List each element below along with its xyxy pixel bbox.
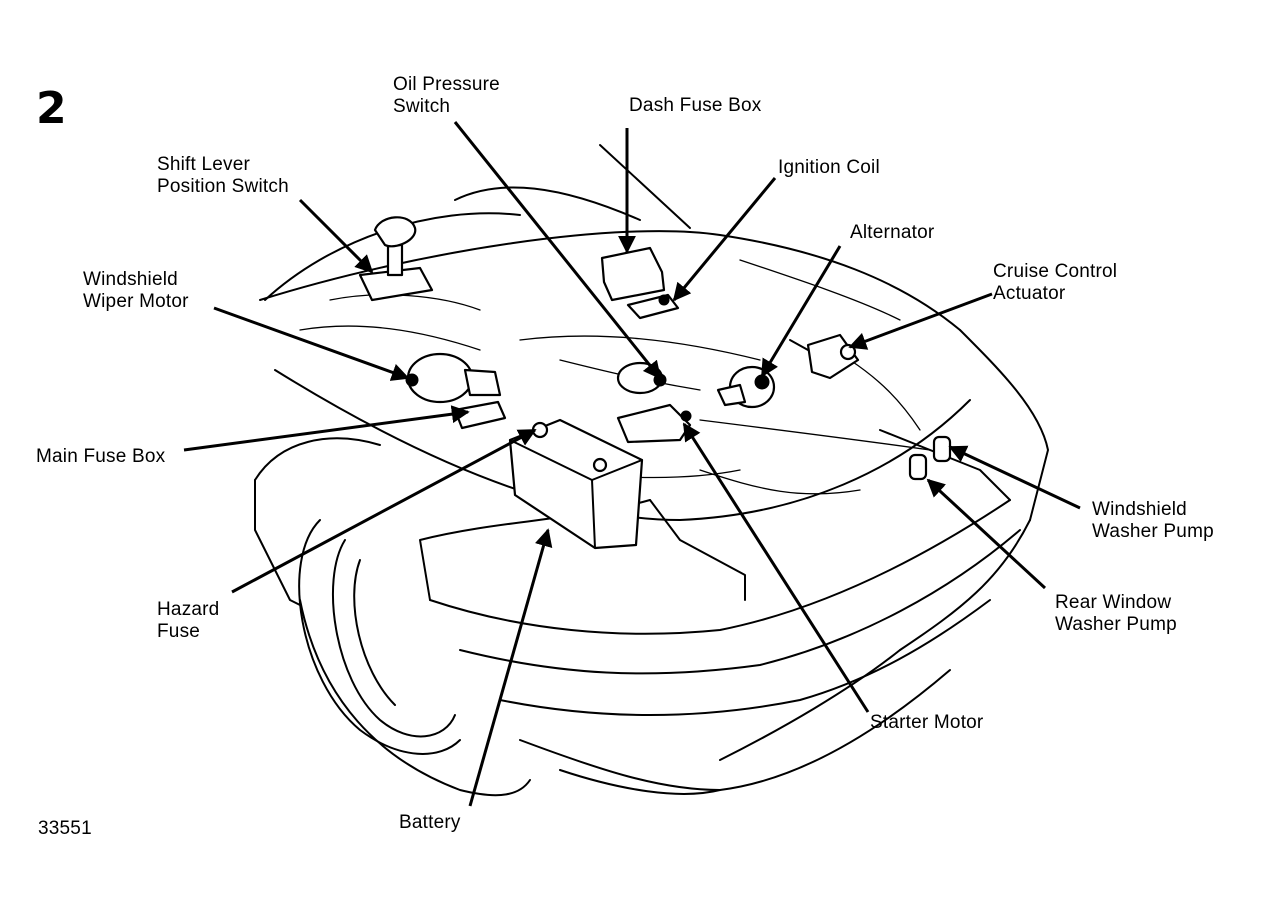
label-oil-pressure-switch: Oil Pressure Switch — [393, 74, 500, 118]
dash-fuse-box-part — [600, 246, 666, 302]
label-line: Hazard — [157, 599, 220, 620]
leader-alternator — [760, 245, 842, 378]
label-line: Oil Pressure — [393, 74, 500, 95]
label-cruise-control-actuator: Cruise Control Actuator — [993, 261, 1117, 305]
label-line: Position Switch — [157, 176, 289, 197]
label-hazard-fuse: Hazard Fuse — [157, 599, 219, 643]
label-dash-fuse-box: Dash Fuse Box — [629, 95, 762, 117]
label-windshield-wiper-motor: Windshield Wiper Motor — [83, 269, 189, 313]
label-line: Fuse — [157, 621, 201, 642]
cruise-control-actuator-part — [789, 333, 860, 380]
figure-code: 33551 — [38, 818, 92, 839]
label-shift-lever-position-switch: Shift Lever Position Switch — [157, 154, 289, 198]
label-alternator: Alternator — [850, 222, 934, 244]
leader-hazard-fuse — [231, 428, 537, 594]
label-rear-window-washer-pump: Rear Window Washer Pump — [1055, 592, 1177, 636]
label-starter-motor: Starter Motor — [870, 712, 983, 734]
label-main-fuse-box: Main Fuse Box — [36, 446, 165, 468]
leader-shift-lever-position-switch — [298, 198, 374, 274]
label-line: Switch — [393, 96, 451, 117]
label-line: Battery — [399, 812, 461, 833]
shift-lever-part — [358, 216, 434, 302]
label-line: Washer Pump — [1092, 521, 1214, 542]
leader-rear-window-washer-pump — [926, 478, 1047, 590]
label-line: Starter Motor — [870, 712, 984, 733]
car-body — [254, 144, 1049, 797]
leader-main-fuse-box — [183, 405, 470, 452]
leader-windshield-washer-pump — [948, 445, 1081, 510]
label-line: Windshield — [1092, 499, 1187, 520]
label-windshield-washer-pump: Windshield Washer Pump — [1092, 499, 1214, 543]
alternator-part — [716, 365, 776, 409]
leader-lines — [183, 121, 1081, 807]
label-line: Wiper Motor — [83, 291, 189, 312]
label-line: Dash Fuse Box — [629, 95, 762, 116]
label-line: Rear Window — [1055, 592, 1172, 613]
leader-windshield-wiper-motor — [213, 306, 410, 381]
battery-part — [508, 418, 644, 550]
figure-number: 2 — [36, 83, 67, 134]
label-line: Cruise Control — [993, 261, 1118, 282]
leader-cruise-control-actuator — [848, 292, 993, 350]
label-line: Actuator — [993, 283, 1066, 304]
washer-pumps-part — [908, 435, 952, 481]
leader-battery — [468, 528, 553, 807]
label-line: Alternator — [850, 222, 935, 243]
label-line: Shift Lever — [157, 154, 251, 175]
leader-ignition-coil — [672, 177, 777, 302]
wiper-motor-part — [405, 352, 502, 404]
label-line: Windshield — [83, 269, 178, 290]
label-ignition-coil: Ignition Coil — [778, 157, 880, 179]
label-line: Main Fuse Box — [36, 446, 166, 467]
label-line: Washer Pump — [1055, 614, 1177, 635]
ignition-coil-part — [626, 293, 680, 320]
leader-oil-pressure-switch — [453, 121, 662, 380]
starter-motor-part — [616, 403, 692, 444]
label-line: Ignition Coil — [778, 157, 880, 178]
main-fuse-box-part — [453, 400, 507, 430]
leader-starter-motor — [682, 422, 870, 713]
label-battery: Battery — [399, 812, 461, 834]
